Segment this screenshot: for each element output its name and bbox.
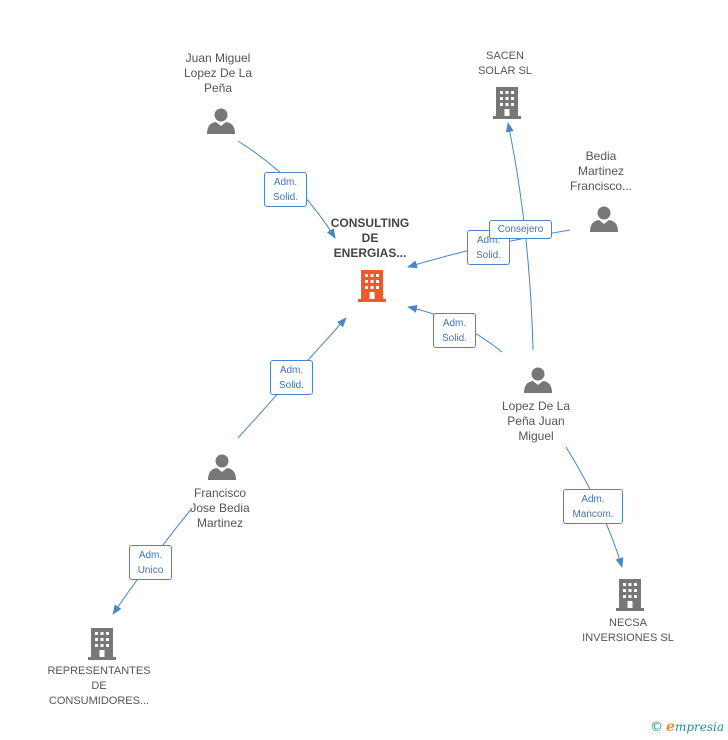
edge-label-francisco-adm-solid[interactable]: Adm. Solid. <box>270 360 313 395</box>
empresia-wordmark: empresia <box>666 719 724 735</box>
necsa-label[interactable]: NECSA INVERSIONES SL <box>582 617 674 644</box>
representantes-label[interactable]: REPRESENTANTES DE CONSUMIDORES... <box>47 665 151 707</box>
person-icon[interactable] <box>523 365 553 395</box>
empresia-logo[interactable]: © empresia <box>650 718 724 736</box>
person-icon[interactable] <box>207 452 237 482</box>
person-icon[interactable] <box>589 204 619 234</box>
building-icon[interactable] <box>614 577 646 611</box>
consulting-energias-label[interactable]: CONSULTING DE ENERGIAS... <box>330 216 410 260</box>
copyright-symbol: © <box>650 719 664 735</box>
lopez-label[interactable]: Lopez De La Peña Juan Miguel <box>501 399 571 443</box>
building-icon[interactable] <box>356 268 388 302</box>
edge-label-bedia-consejero[interactable]: Consejero <box>489 220 552 239</box>
person-icon[interactable] <box>206 106 236 136</box>
edge-label-lopez-adm-solid[interactable]: Adm. Solid. <box>433 313 476 348</box>
bedia-label[interactable]: Bedia Martinez Francisco... <box>569 149 632 193</box>
building-icon[interactable] <box>86 626 118 660</box>
francisco-label[interactable]: Francisco Jose Bedia Martinez <box>190 486 250 530</box>
edge-label-lopez-adm-mancom[interactable]: Adm. Mancom. <box>563 489 623 524</box>
juan-miguel-label[interactable]: Juan Miguel Lopez De La Peña <box>183 51 253 95</box>
sacen-solar-label[interactable]: SACEN SOLAR SL <box>478 50 532 77</box>
edge-label-francisco-adm-unico[interactable]: Adm. Unico <box>129 545 172 580</box>
edge-label-juan-adm-solid[interactable]: Adm. Solid. <box>264 172 307 207</box>
building-icon[interactable] <box>491 85 523 119</box>
